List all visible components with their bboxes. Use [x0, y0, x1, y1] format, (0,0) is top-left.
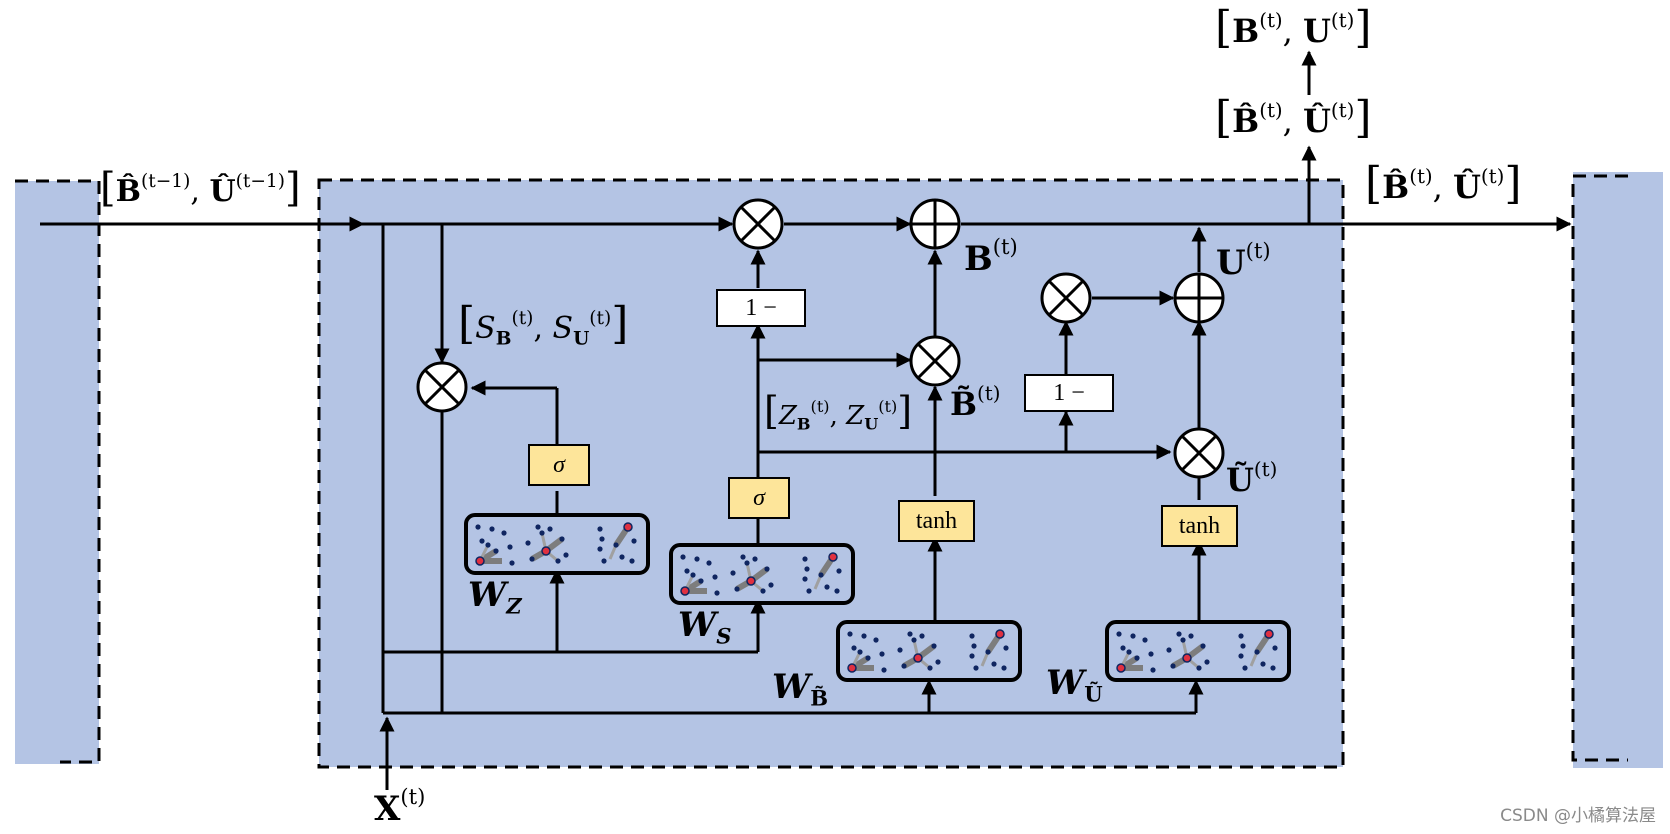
next-cell [1573, 172, 1663, 768]
b-t-label: B(t) [964, 234, 1018, 279]
z-gate-label: [ZB(t), ZU(t)] [764, 389, 913, 434]
b-add-icon [909, 198, 961, 250]
input-prev-label: [B̂(t−1), Û(t−1)] [100, 165, 301, 211]
b-candidate-multiply-icon [909, 335, 961, 387]
u-tilde-label: Ũ(t) [1226, 458, 1278, 499]
tanh-box-u: tanh [1161, 505, 1238, 547]
graph-block-ws-icon [671, 545, 853, 603]
x-t-label: X(t) [374, 784, 426, 829]
watermark: CSDN @小橘算法屋 [1500, 806, 1656, 826]
graph-block-wu-icon [1107, 622, 1289, 680]
s-gate-label: [SB(t), SU(t)] [458, 298, 629, 350]
graph-block-wb-icon [838, 622, 1020, 680]
sigma-box-z: σ [528, 444, 590, 486]
u-gate-multiply-icon [1040, 272, 1092, 324]
w-b-label: WB̃ [772, 667, 829, 711]
reset-multiply-icon [416, 361, 468, 413]
w-z-label: WZ [468, 575, 522, 619]
output-hat-top-label: [B̂(t), Û(t)] [1215, 92, 1372, 143]
one-minus-box-mid: 1 − [1024, 374, 1114, 412]
prev-cell [15, 181, 99, 764]
u-candidate-multiply-icon [1173, 427, 1225, 479]
one-minus-box-top: 1 − [716, 289, 806, 327]
w-u-label: WŨ [1046, 663, 1103, 707]
sigma-box-s: σ [728, 477, 790, 519]
tanh-box-b: tanh [898, 500, 975, 542]
b-tilde-label: B̃(t) [950, 382, 1001, 423]
u-t-label: U(t) [1216, 238, 1271, 283]
w-s-label: WS [678, 605, 732, 649]
graph-block-wz-icon [466, 515, 648, 573]
output-hat-right-label: [B̂(t), Û(t)] [1365, 158, 1522, 209]
output-top-label: [B(t), U(t)] [1215, 2, 1372, 53]
update-multiply-icon [732, 198, 784, 250]
